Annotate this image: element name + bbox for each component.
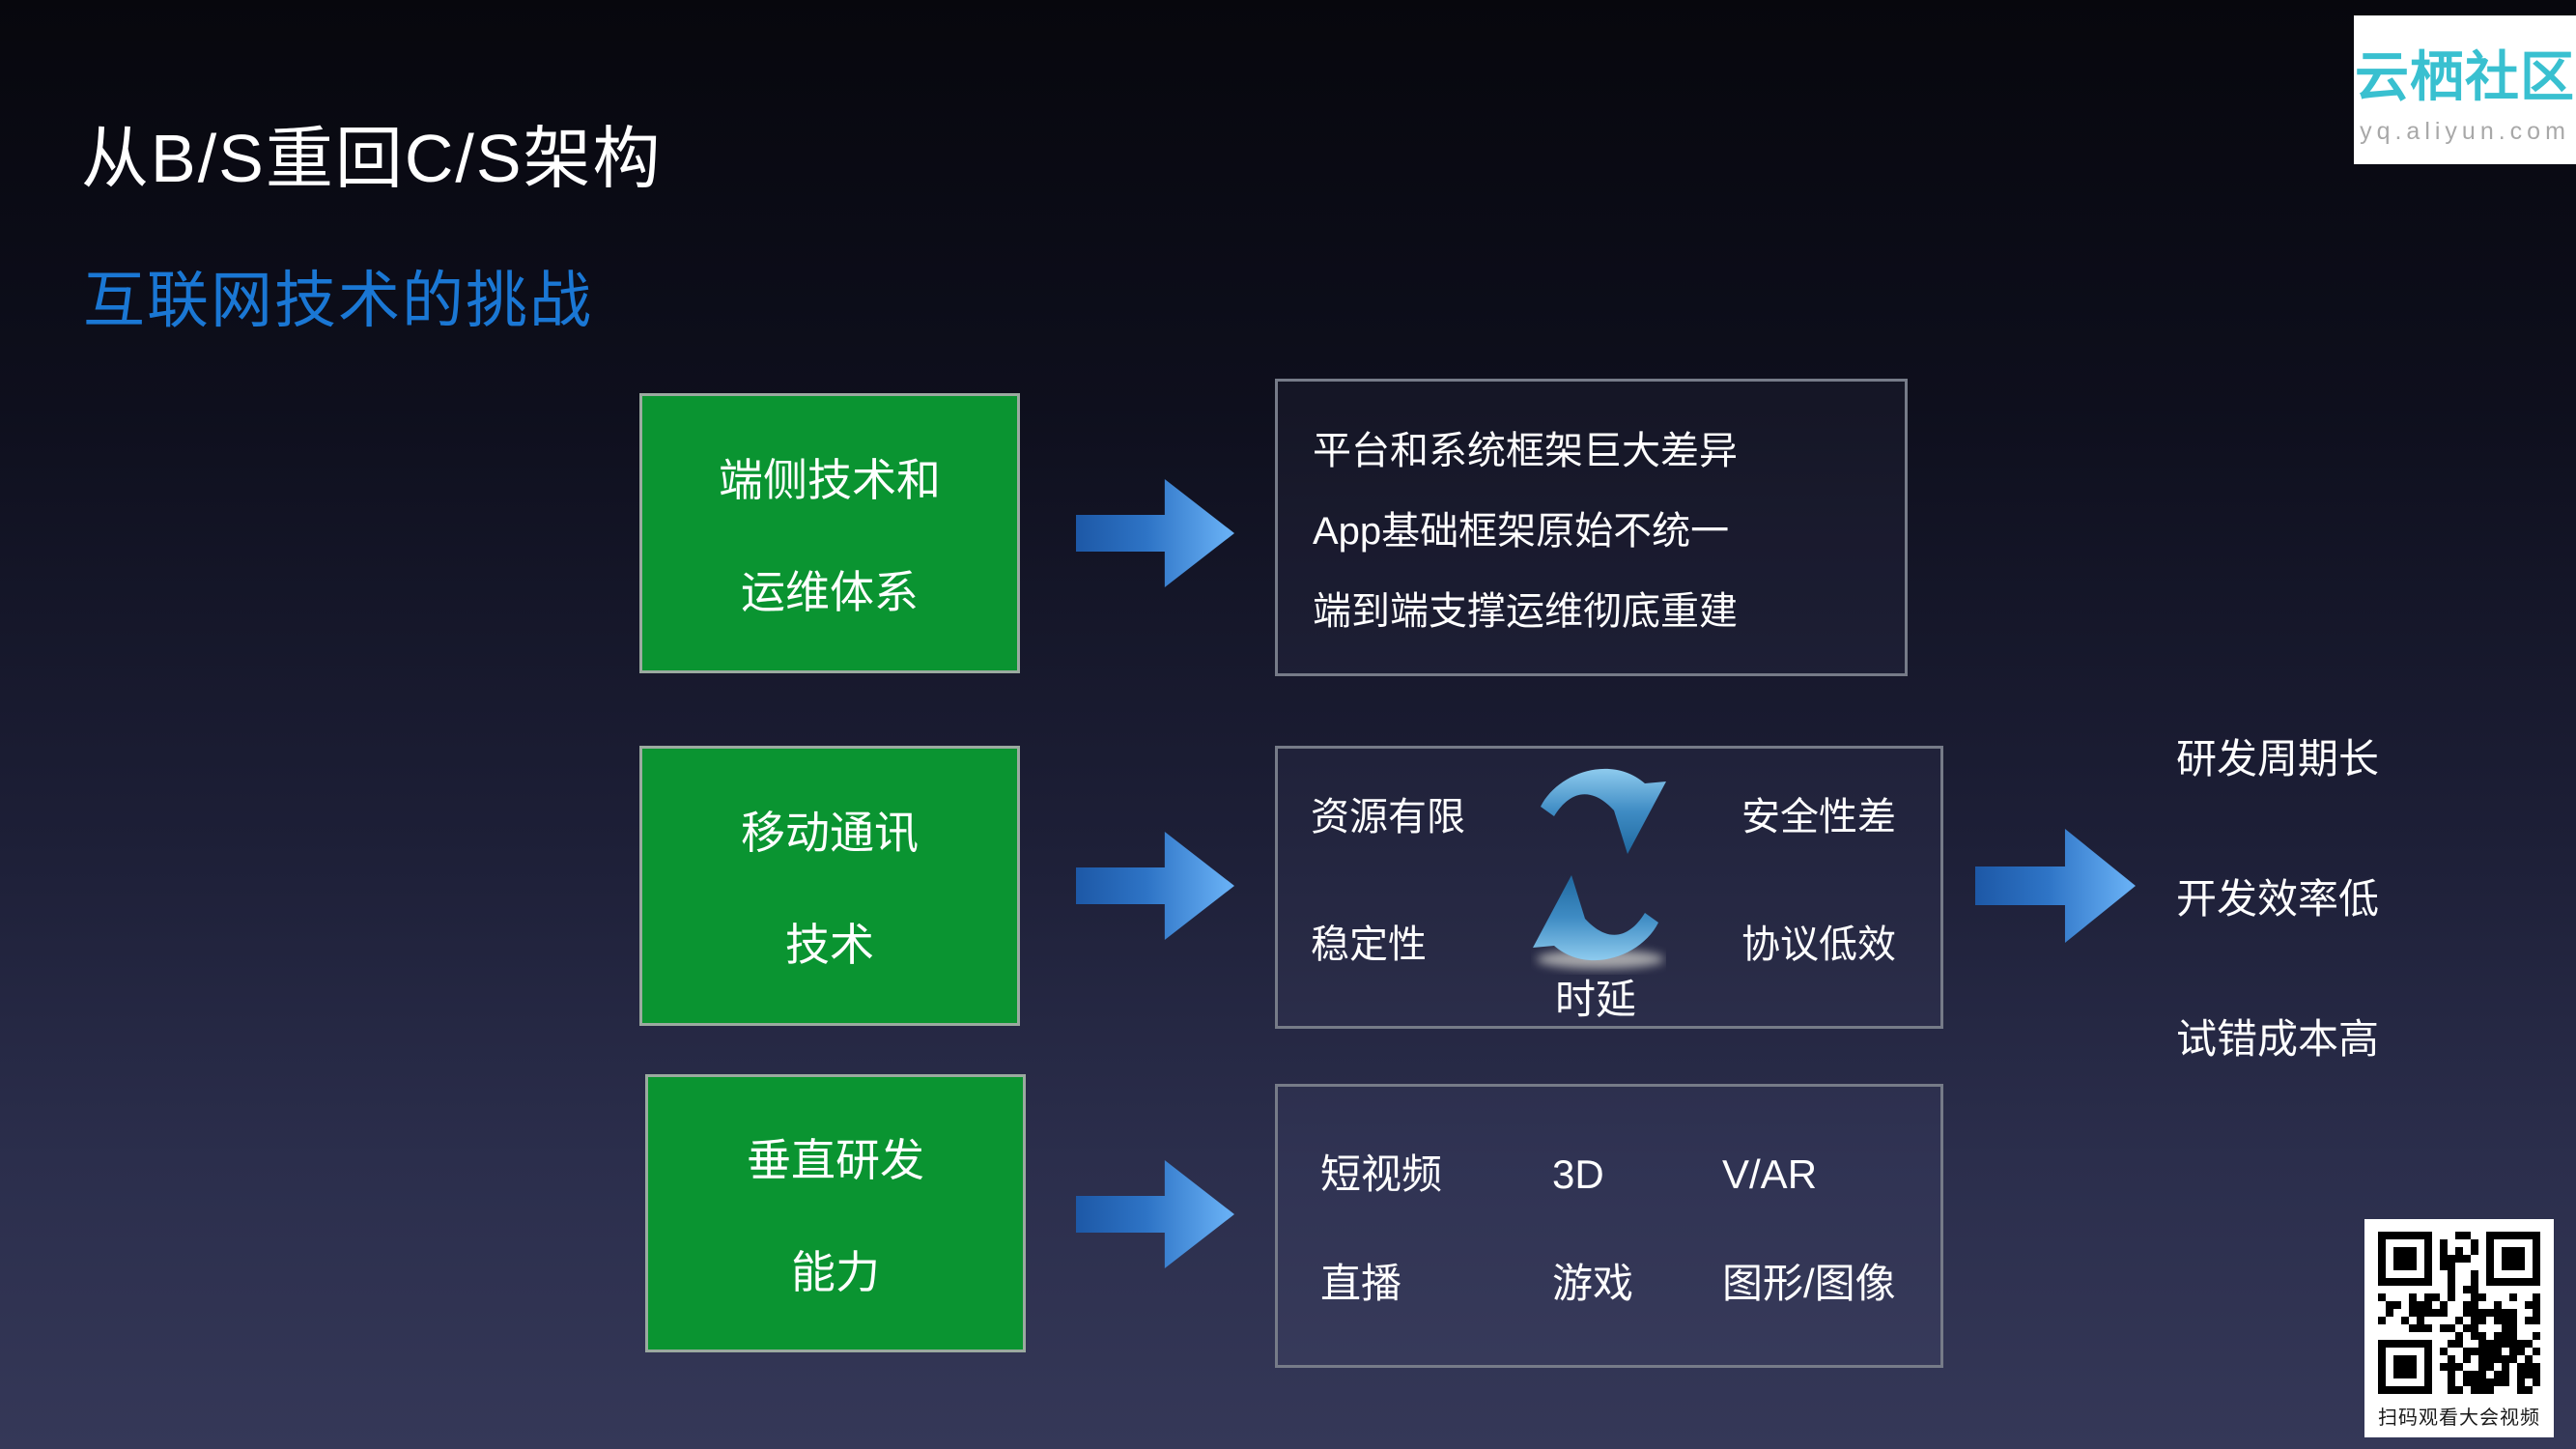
qr-caption: 扫码观看大会视频 (2378, 1407, 2540, 1429)
right-arrow-icon (1975, 829, 2136, 943)
qr-finder-icon (2378, 1340, 2432, 1394)
challenge-point: 稳定性 (1311, 923, 1427, 966)
source-box-line: 运维体系 (741, 567, 919, 617)
challenge-point: 资源有限 (1311, 796, 1465, 838)
challenge-point: V/AR (1722, 1151, 1818, 1197)
logo-card: 云栖社区 yq.aliyun.com (2354, 15, 2576, 164)
challenge-box-vertical-rd: 短视频 3D V/AR 直播 游戏 图形/图像 (1275, 1084, 1943, 1368)
outcome-list: 研发周期长 开发效率低 试错成本高 (2176, 726, 2379, 1065)
challenge-point: 3D (1552, 1151, 1604, 1197)
challenge-point: 直播 (1320, 1261, 1402, 1306)
challenge-point: 安全性差 (1741, 796, 1896, 838)
outcome-item: 研发周期长 (2176, 736, 2380, 781)
outcome-item: 试错成本高 (2176, 1016, 2380, 1062)
outcome-item: 开发效率低 (2176, 876, 2380, 922)
challenge-point: 图形/图像 (1722, 1261, 1896, 1306)
source-box-line: 垂直研发 (747, 1135, 924, 1185)
challenge-grid-row: 短视频 3D V/AR (1320, 1142, 1940, 1201)
page-subtitle: 互联网技术的挑战 (83, 266, 593, 335)
logo-brand: 云栖社区 (2355, 46, 2575, 107)
qr-pattern (2378, 1232, 2540, 1394)
qr-finder-icon (2378, 1232, 2432, 1286)
challenge-point: 游戏 (1552, 1261, 1634, 1306)
right-arrow-icon (1076, 1160, 1234, 1268)
source-box-line: 移动通讯 (741, 808, 919, 858)
source-box-vertical-rd: 垂直研发 能力 (645, 1074, 1026, 1352)
logo-url: yq.aliyun.com (2360, 118, 2570, 145)
challenge-point: 短视频 (1320, 1151, 1443, 1197)
challenge-point: 平台和系统框架巨大差异 (1313, 430, 1738, 472)
right-arrow-icon (1076, 832, 1234, 940)
source-box-line: 端侧技术和 (719, 455, 941, 505)
challenge-point: 时延 (1555, 977, 1637, 1022)
challenge-box-mobile-comm: 资源有限 安全性差 稳定性 协议低效 时延 (1275, 746, 1943, 1029)
challenge-grid-row: 直播 游戏 图形/图像 (1320, 1251, 1940, 1310)
challenge-point: 端到端支撑运维彻底重建 (1313, 590, 1738, 633)
challenge-box-client-tech: 平台和系统框架巨大差异 App基础框架原始不统一 端到端支撑运维彻底重建 (1275, 379, 1908, 676)
challenge-point: 协议低效 (1741, 923, 1896, 966)
source-box-client-tech: 端侧技术和 运维体系 (639, 393, 1020, 673)
challenge-point: App基础框架原始不统一 (1313, 510, 1730, 553)
page-title: 从B/S重回C/S架构 (81, 121, 663, 196)
right-arrow-icon (1076, 479, 1234, 587)
source-box-mobile-comm: 移动通讯 技术 (639, 746, 1020, 1026)
source-box-line: 能力 (791, 1247, 880, 1297)
sync-cycle-icon (1533, 768, 1666, 969)
qr-finder-icon (2486, 1232, 2540, 1286)
qr-card: 扫码观看大会视频 (2364, 1219, 2554, 1437)
source-box-line: 技术 (785, 920, 874, 970)
